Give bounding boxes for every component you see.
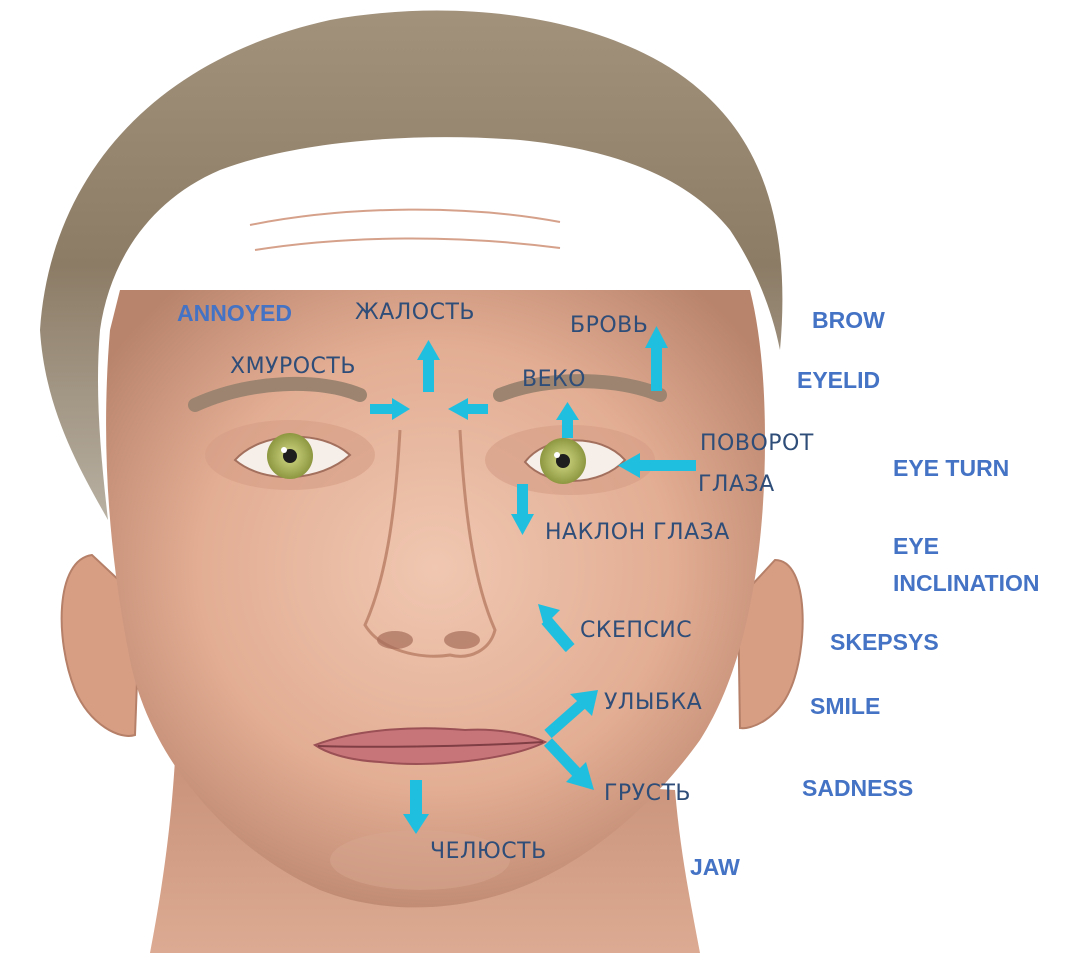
skepsis-label: СКЕПСИС: [580, 618, 692, 643]
zhalost-label: ЖАЛОСТЬ: [355, 300, 475, 325]
glaza-label: ГЛАЗА: [698, 472, 775, 497]
eyelid-label: EYELID: [797, 362, 880, 398]
povorot-label: ПОВОРОТ: [700, 431, 814, 456]
smile-label: SMILE: [810, 688, 880, 724]
chelyust-label: ЧЕЛЮСТЬ: [430, 839, 547, 864]
brow-label: BROW: [812, 302, 885, 338]
grust-label: ГРУСТЬ: [604, 781, 691, 806]
naklon-glaza-label: НАКЛОН ГЛАЗА: [545, 520, 730, 545]
khmurost-label: ХМУРОСТЬ: [230, 354, 356, 379]
skepsys-label: SKEPSYS: [830, 624, 939, 660]
inclination-label: INCLINATION: [893, 565, 1040, 601]
annoyed-label: ANNOYED: [177, 295, 292, 331]
eye-label: EYE: [893, 528, 939, 564]
ulybka-label: УЛЫБКА: [604, 690, 702, 715]
brov-label: БРОВЬ: [570, 313, 648, 338]
veko-label: ВЕКО: [522, 367, 586, 392]
eye-turn-label: EYE TURN: [893, 450, 1009, 486]
jaw-label: JAW: [690, 849, 740, 885]
sadness-label: SADNESS: [802, 770, 913, 806]
